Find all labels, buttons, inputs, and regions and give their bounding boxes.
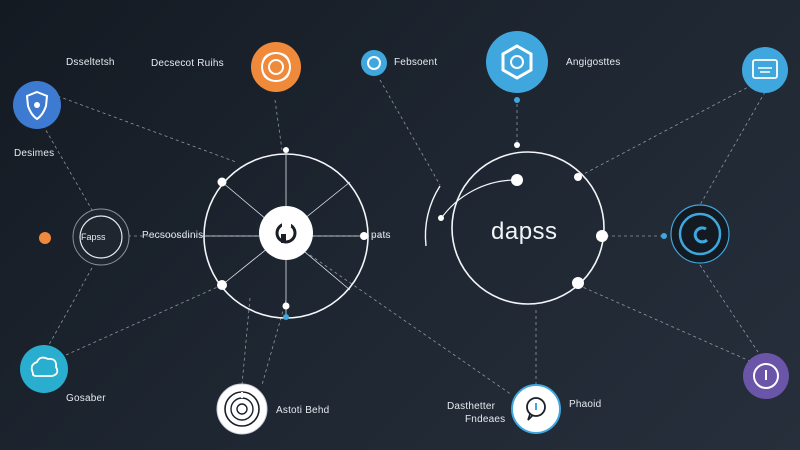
- label-top-center-left: Decsecot Ruihs: [151, 58, 224, 69]
- ring-icon[interactable]: [361, 50, 387, 76]
- link-swirl-pin: [699, 264, 759, 353]
- link-flower-hub: [274, 99, 283, 151]
- link-right-hub-pin: [577, 284, 753, 363]
- link-shield-hub: [51, 93, 237, 163]
- link-monitor-hub: [577, 84, 753, 178]
- chat-icon[interactable]: [511, 384, 561, 434]
- location-pin-icon[interactable]: [743, 353, 789, 399]
- link-ring-hub: [379, 79, 441, 186]
- cloud-icon[interactable]: [20, 345, 68, 393]
- fapss-node[interactable]: [72, 208, 130, 266]
- link-shield-fapss: [39, 119, 93, 211]
- fapss-node-label: Fapss: [81, 232, 106, 242]
- hub-glyph-icon: [275, 222, 297, 244]
- label-top-right: Angigosttes: [566, 57, 621, 68]
- label-center-right: pats: [371, 230, 391, 241]
- hub-right-title: dapss: [491, 218, 558, 245]
- swirl-icon[interactable]: [670, 204, 730, 264]
- flower-icon[interactable]: [251, 42, 301, 92]
- orange-dot: [39, 232, 51, 244]
- link-fapss-cloud: [45, 267, 93, 351]
- link-hub-cloud: [65, 284, 223, 356]
- label-bottom-center-right-2: Fndeaes: [465, 414, 506, 425]
- label-bottom-left: Gosaber: [66, 393, 106, 404]
- label-bottom-center: Astoti Behd: [276, 405, 330, 416]
- label-bottom-center-right-1: Dasthetter: [447, 401, 496, 412]
- hub-right[interactable]: [424, 97, 667, 305]
- label-center-left: Pecsoosdinis: [142, 230, 204, 241]
- monitor-icon[interactable]: [742, 47, 788, 93]
- hexagon-icon[interactable]: [486, 31, 548, 93]
- link-monitor-swirl: [699, 91, 766, 206]
- hub-left[interactable]: [203, 147, 369, 320]
- fingerprint-icon[interactable]: [216, 383, 268, 435]
- shield-icon[interactable]: [13, 81, 61, 129]
- link-center-bottom: [261, 299, 287, 386]
- label-top-center: Febsoent: [394, 57, 438, 68]
- link-hub-fingerprint: [241, 297, 251, 386]
- label-top-left: Dsseltetsh: [66, 57, 115, 68]
- link-hub-chat-bottom: [309, 254, 513, 396]
- label-bottom-right: Phaoid: [569, 399, 602, 410]
- label-left-mid: Desimes: [14, 148, 55, 159]
